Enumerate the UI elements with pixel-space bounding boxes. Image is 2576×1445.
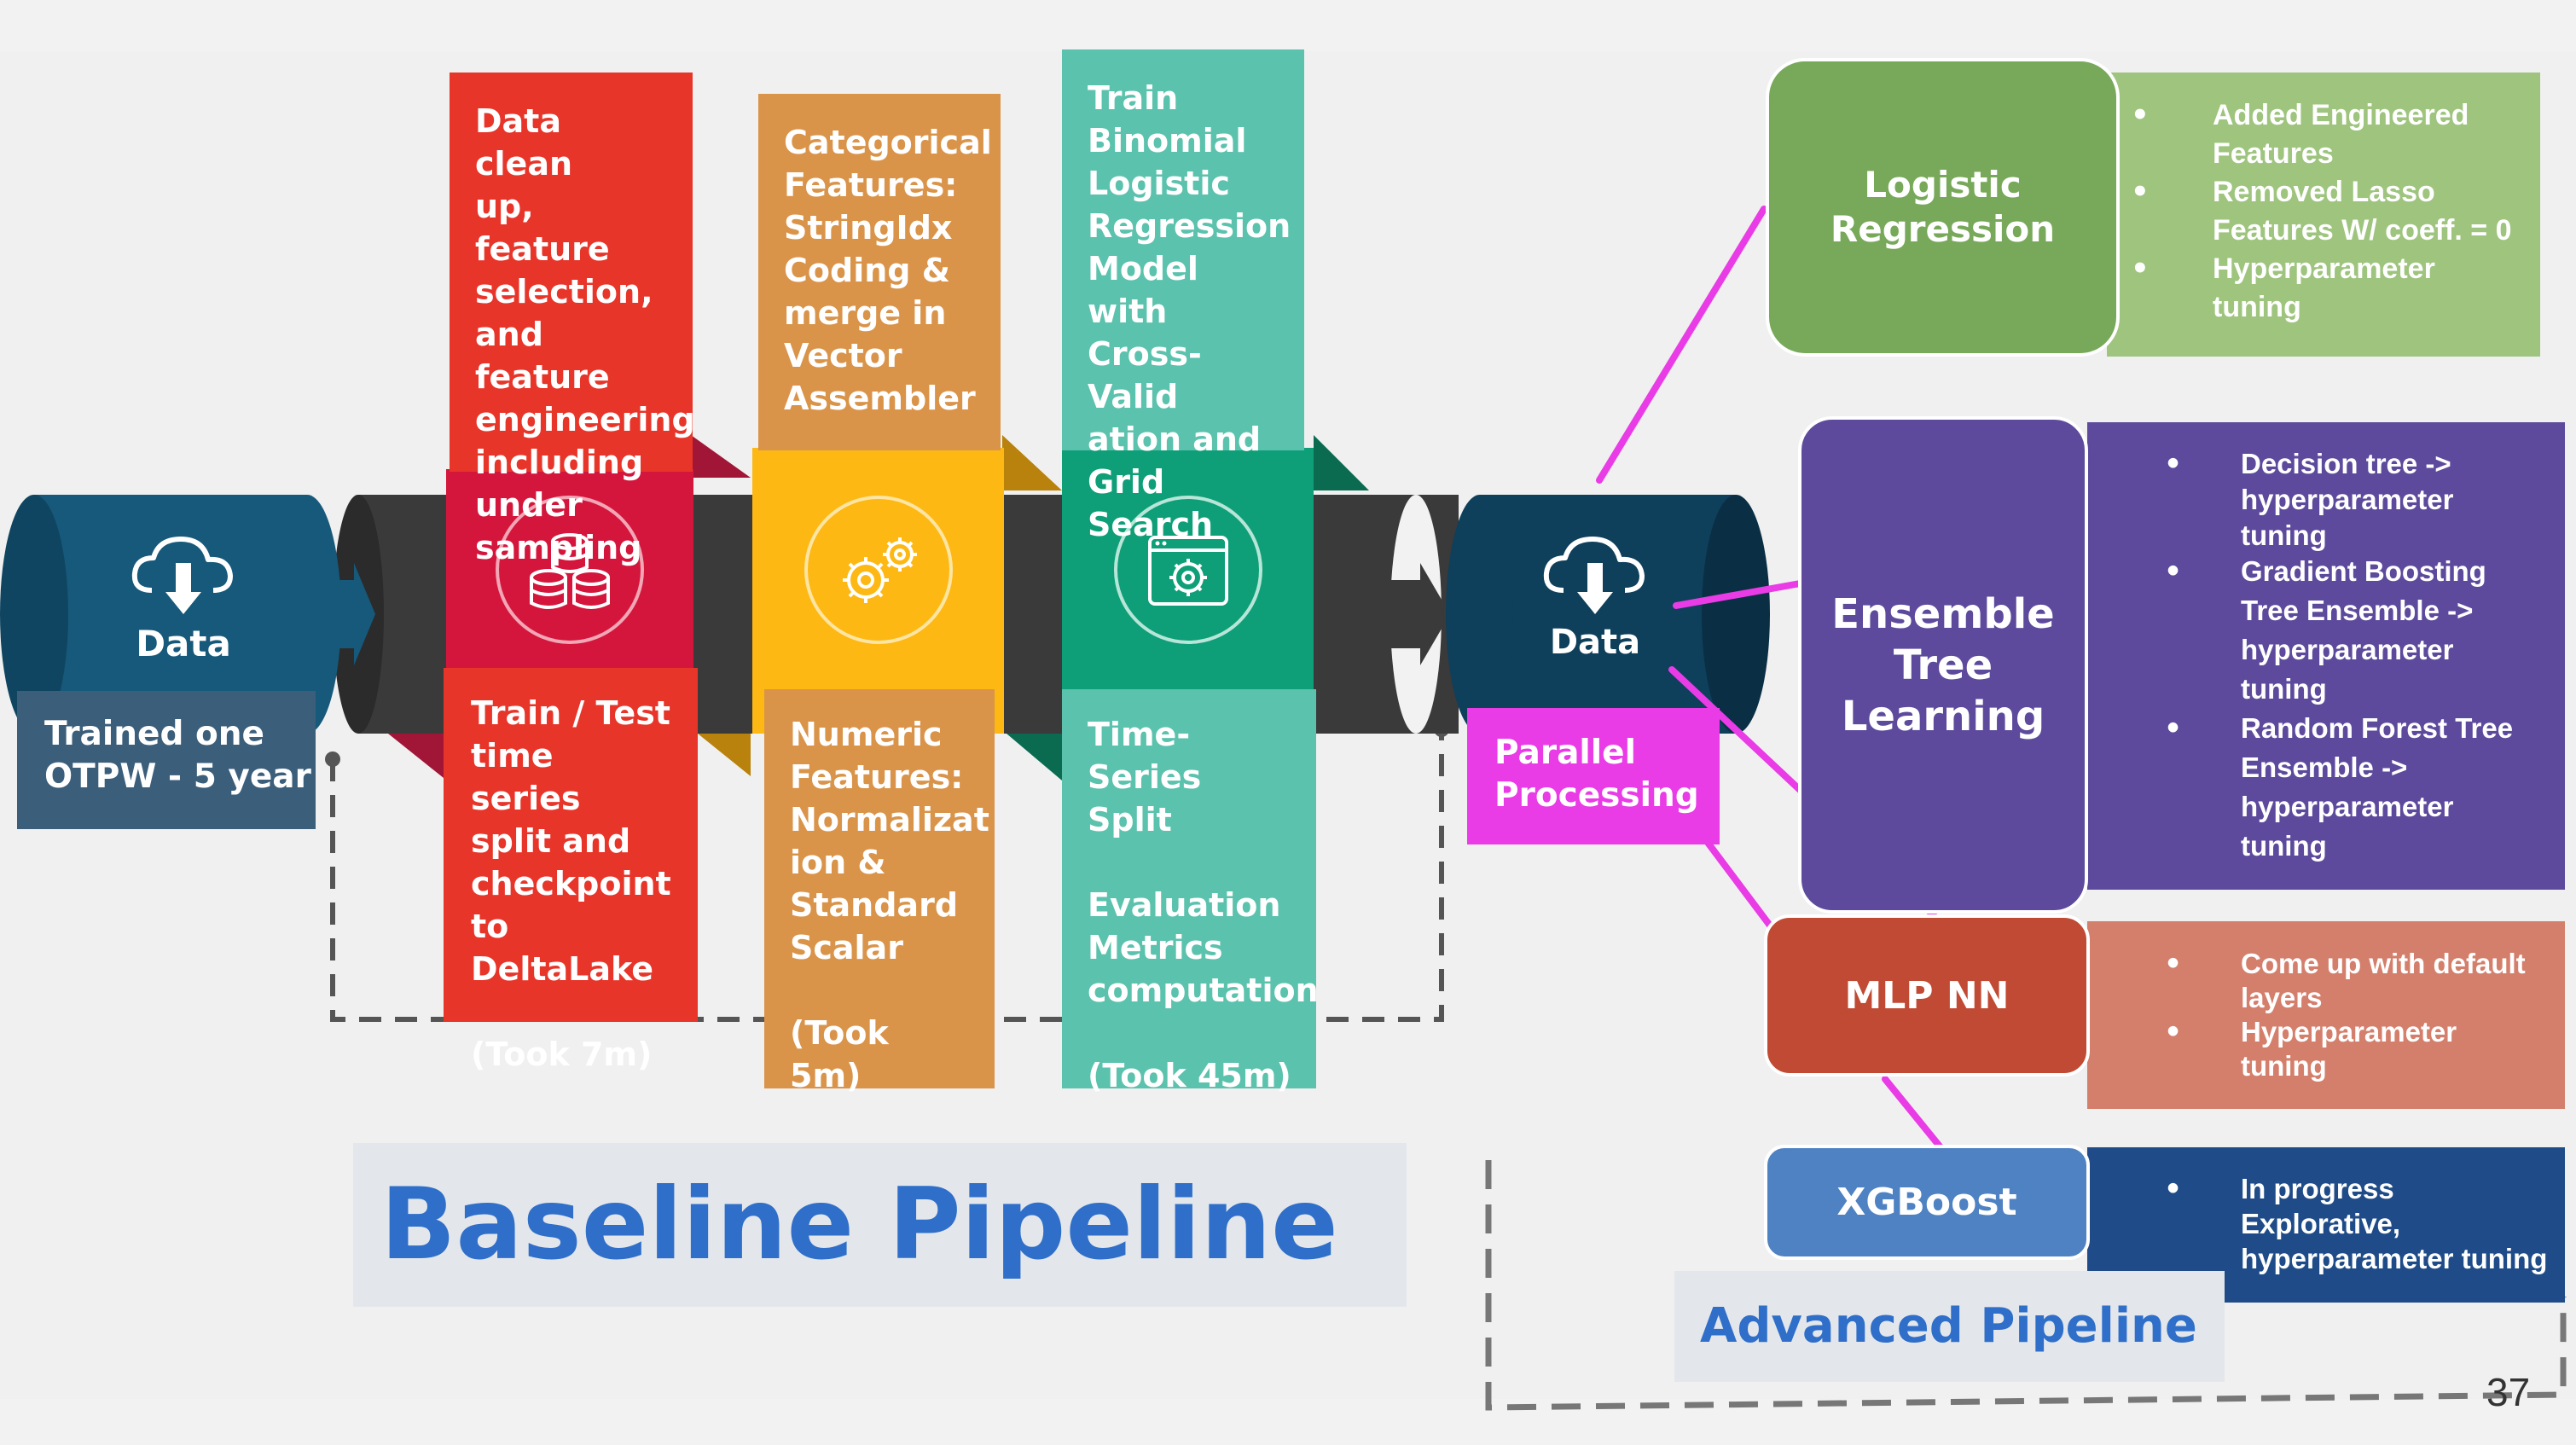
model-name: XGBoost: [1836, 1181, 2017, 1224]
model-mlp-nn[interactable]: MLP NN: [1764, 914, 2090, 1076]
note-item: •In progress Explorative, hyperparameter…: [2164, 1172, 2548, 1274]
stage-3-top: Train Binomial Logistic Regression Model…: [1062, 49, 1304, 543]
data-hub-label: Data: [1549, 623, 1641, 662]
note-item: •Gradient Boosting Tree Ensemble -> hype…: [2164, 554, 2486, 705]
advanced-title: Advanced Pipeline: [1700, 1298, 2197, 1354]
ensemble-notes-panel: •Decision tree -> hyperparameter tuning …: [2087, 422, 2565, 890]
model-name: MLP NN: [1844, 973, 2010, 1018]
database-icon: [519, 525, 621, 618]
advanced-title-band: Advanced Pipeline: [1674, 1271, 2225, 1382]
data-hub: Data: [1531, 529, 1659, 682]
note-item: •Decision tree -> hyperparameter tuning: [2164, 447, 2454, 551]
settings-window-icon: [1137, 525, 1239, 618]
logistic-notes-panel: •Added Engineered Features •Removed Lass…: [2107, 73, 2540, 357]
note-item: •Removed Lasso Features W/ coeff. = 0: [2131, 175, 2512, 247]
parallel-processing-label: Parallel Processing: [1467, 708, 1720, 844]
baseline-title: Baseline Pipeline: [380, 1167, 1338, 1282]
note-item: •Random Forest Tree Ensemble -> hyperpar…: [2164, 711, 2514, 862]
feedback-loop-dashed: [330, 729, 1444, 1022]
mlp-notes-panel: •Come up with default layers •Hyperparam…: [2087, 921, 2565, 1109]
logistic-notes: •Added Engineered Features •Removed Lass…: [2107, 73, 2540, 327]
model-name: Logistic Regression: [1830, 164, 2056, 250]
note-item: •Hyperparameter tuning: [2131, 252, 2435, 323]
ensemble-notes: •Decision tree -> hyperparameter tuning …: [2087, 422, 2565, 866]
stage-3-bottom: Time-Series Split Evaluation Metrics com…: [1062, 689, 1319, 1094]
note-item: •Come up with default layers: [2164, 947, 2526, 1013]
data-source: Data: [111, 529, 256, 682]
model-xgboost[interactable]: XGBoost: [1764, 1145, 2090, 1260]
baseline-title-band: Baseline Pipeline: [353, 1143, 1407, 1307]
xgboost-notes: •In progress Explorative, hyperparameter…: [2087, 1147, 2565, 1276]
model-name: Ensemble Tree Learning: [1831, 589, 2055, 740]
gears-icon: [827, 525, 930, 618]
mlp-notes: •Come up with default layers •Hyperparam…: [2087, 921, 2565, 1083]
stage-2-bottom: Numeric Features: Normalizat ion & Stand…: [764, 689, 995, 1094]
data-source-label: Data: [136, 623, 231, 664]
model-logistic-regression[interactable]: Logistic Regression: [1766, 58, 2120, 357]
note-item: •Hyperparameter tuning: [2164, 1015, 2457, 1082]
model-ensemble-tree[interactable]: Ensemble Tree Learning: [1798, 416, 2088, 914]
arrow-into-pipe: [320, 563, 375, 665]
stage-1-bottom: Train / Test time series split and check…: [444, 668, 698, 1073]
stage-1-top: Data clean up, feature selection, and fe…: [450, 73, 695, 566]
stage-2-top: Categorical Features: StringIdx Coding &…: [758, 94, 1001, 450]
page-number: 37: [2486, 1370, 2531, 1414]
arrow-into-hub: [1390, 563, 1450, 665]
data-source-caption: Trained one OTPW - 5 year: [17, 691, 316, 829]
note-item: •Added Engineered Features: [2131, 98, 2469, 170]
loop-start-dot: [325, 752, 340, 767]
cloud-download-icon: [1531, 529, 1659, 623]
cloud-download-icon: [111, 529, 256, 623]
